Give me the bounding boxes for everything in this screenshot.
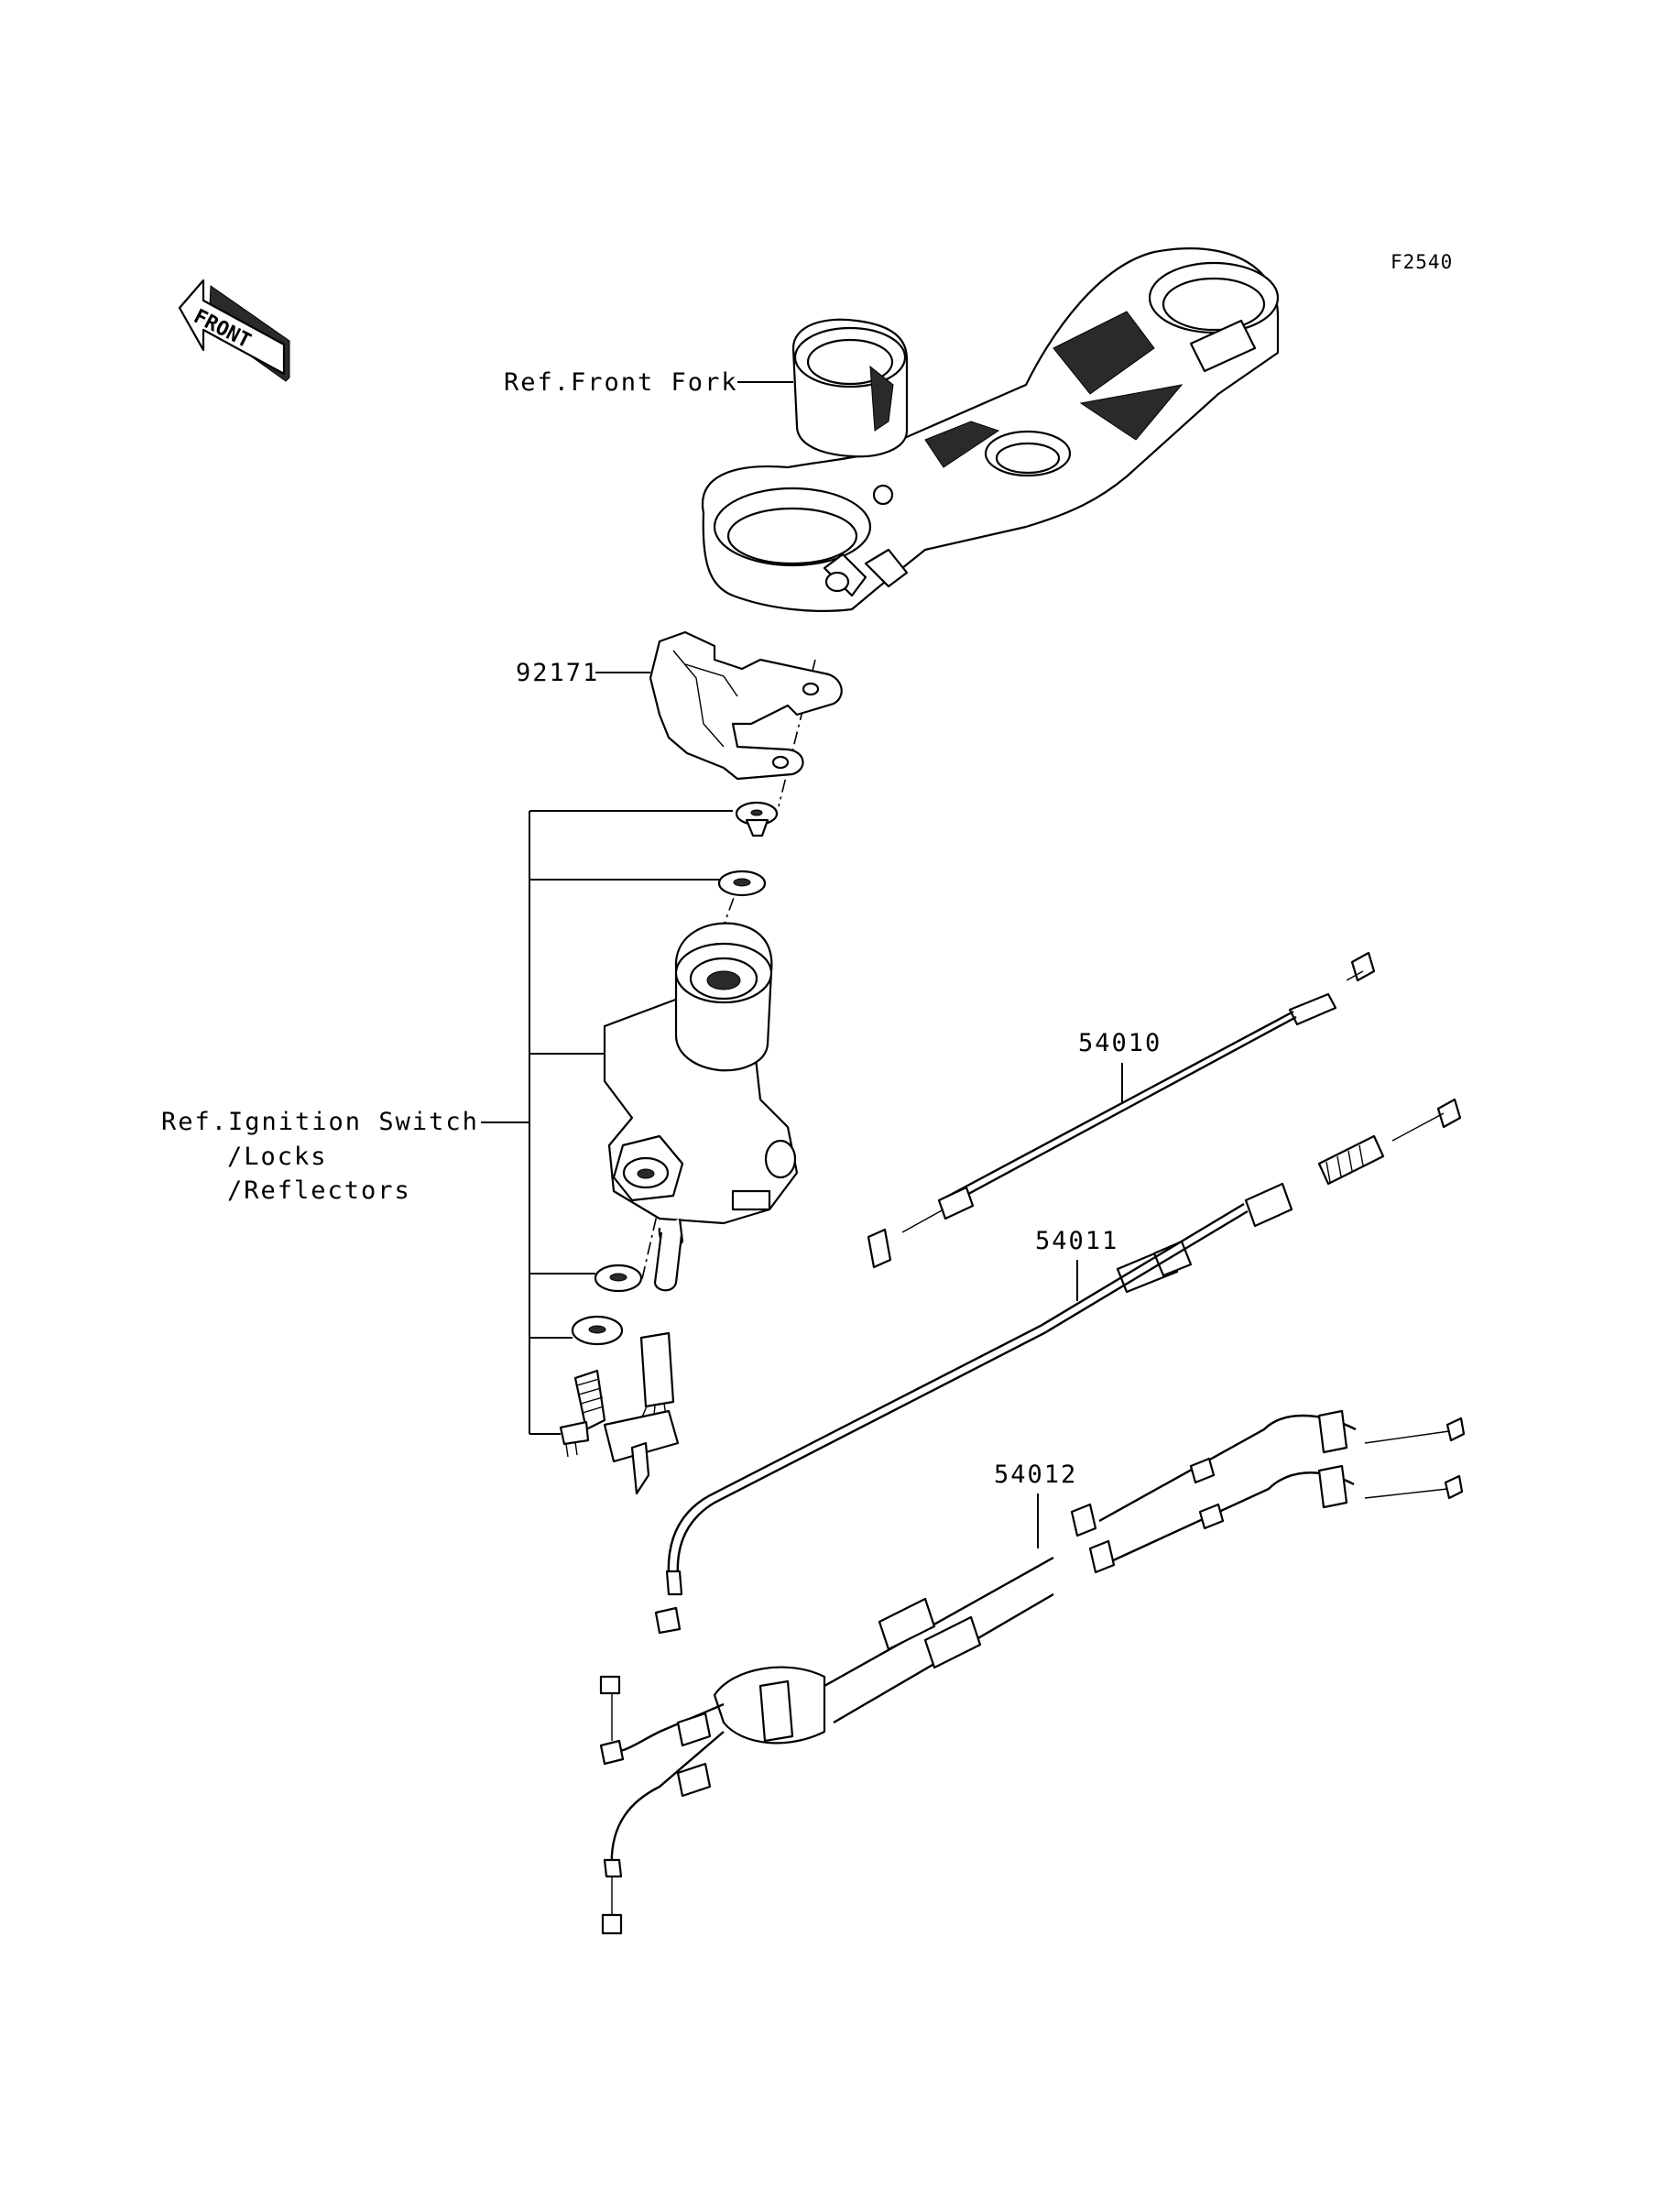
- part-54011-label: 54011: [1035, 1227, 1118, 1255]
- washer-second: [717, 870, 767, 897]
- ignition-switch: [603, 922, 799, 1292]
- part-54010-label: 54010: [1078, 1029, 1162, 1057]
- front-fork-ref-label: Ref.Front Fork: [504, 368, 738, 397]
- throttle-cables-54012: [599, 1409, 1466, 1935]
- cable-54011: [654, 1098, 1462, 1635]
- front-direction-arrow: FRONT: [178, 279, 290, 382]
- bolt-lower: [559, 1369, 606, 1458]
- ignition-ref-bracket: [481, 810, 733, 1435]
- ignition-ref-label-line2: /Locks: [227, 1143, 328, 1171]
- washer-lower-1: [594, 1264, 643, 1293]
- cable-54010: [867, 951, 1376, 1269]
- part-54012-label: 54012: [994, 1461, 1077, 1489]
- wire-connector: [603, 1331, 680, 1495]
- upper-triple-clamp: [701, 247, 1280, 612]
- ignition-ref-label-line3: /Reflectors: [227, 1176, 411, 1205]
- washer-upper: [735, 801, 779, 837]
- part-92171-label: 92171: [516, 659, 599, 687]
- washer-lower-2: [571, 1315, 624, 1346]
- figure-id: F2540: [1391, 251, 1453, 273]
- ignition-ref-label-line1: Ref.Ignition Switch: [161, 1108, 479, 1136]
- bracket-92171: [649, 630, 843, 781]
